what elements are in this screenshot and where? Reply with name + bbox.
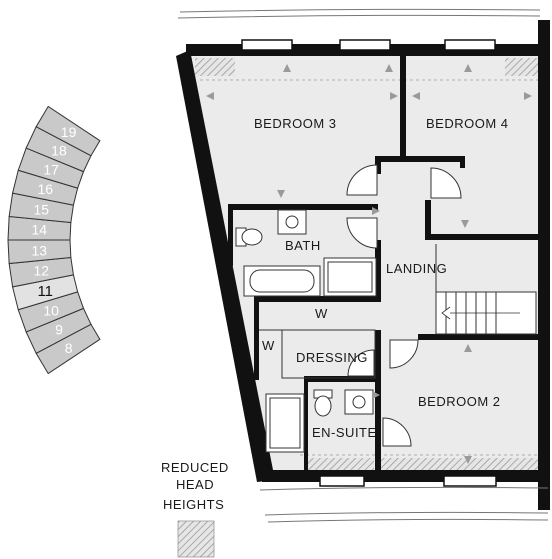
plot-number-16: 16: [37, 181, 53, 197]
dimension-arrows: [206, 64, 532, 464]
legend-hatch-swatch: [177, 520, 215, 558]
plot-number-13: 13: [31, 242, 47, 258]
room-label-bedroom4: BEDROOM 4: [426, 116, 509, 131]
room-label-landing: LANDING: [386, 261, 447, 276]
legend-text-line1: REDUCED: [161, 460, 229, 475]
plot-number-15: 15: [33, 201, 49, 217]
ensuite-fixtures: [265, 389, 374, 453]
plot-number-11: 11: [37, 283, 53, 300]
plot-number-12: 12: [33, 263, 49, 279]
site-plan: 89 10 11 12 13 14 15 16 17 18 19: [7, 105, 101, 375]
doors: [346, 164, 462, 447]
room-label-dressing: DRESSING: [296, 350, 368, 365]
room-label-wardrobe-top: W: [315, 306, 328, 321]
room-label-bedroom3: BEDROOM 3: [254, 116, 337, 131]
wardrobes: [259, 329, 376, 379]
room-label-bedroom2: BEDROOM 2: [418, 394, 501, 409]
plot-number-17: 17: [43, 161, 59, 177]
plot-number-9: 9: [55, 322, 63, 338]
room-label-wardrobe-left: W: [262, 338, 275, 353]
floor-plan: BEDROOM 3 BEDROOM 4 BATH LANDING W W DRE…: [176, 8, 550, 523]
legend-text-line3: HEIGHTS: [163, 497, 224, 512]
reduced-head-height-zones: [195, 58, 548, 470]
legend: REDUCED HEAD HEIGHTS: [161, 460, 229, 558]
plot-19: [35, 105, 101, 157]
room-label-ensuite: EN-SUITE: [312, 425, 377, 440]
plot-number-14: 14: [31, 222, 47, 238]
room-label-bath: BATH: [285, 238, 321, 253]
plot-number-8: 8: [65, 340, 73, 356]
plot-number-18: 18: [51, 142, 67, 158]
windows-bottom: [319, 475, 497, 487]
plot-number-19: 19: [61, 124, 77, 140]
windows-top: [241, 39, 496, 51]
plot-number-10: 10: [43, 303, 59, 319]
bathroom-fixtures: [235, 209, 377, 297]
legend-text-line2: HEAD: [176, 477, 214, 492]
stairs: [435, 244, 537, 335]
